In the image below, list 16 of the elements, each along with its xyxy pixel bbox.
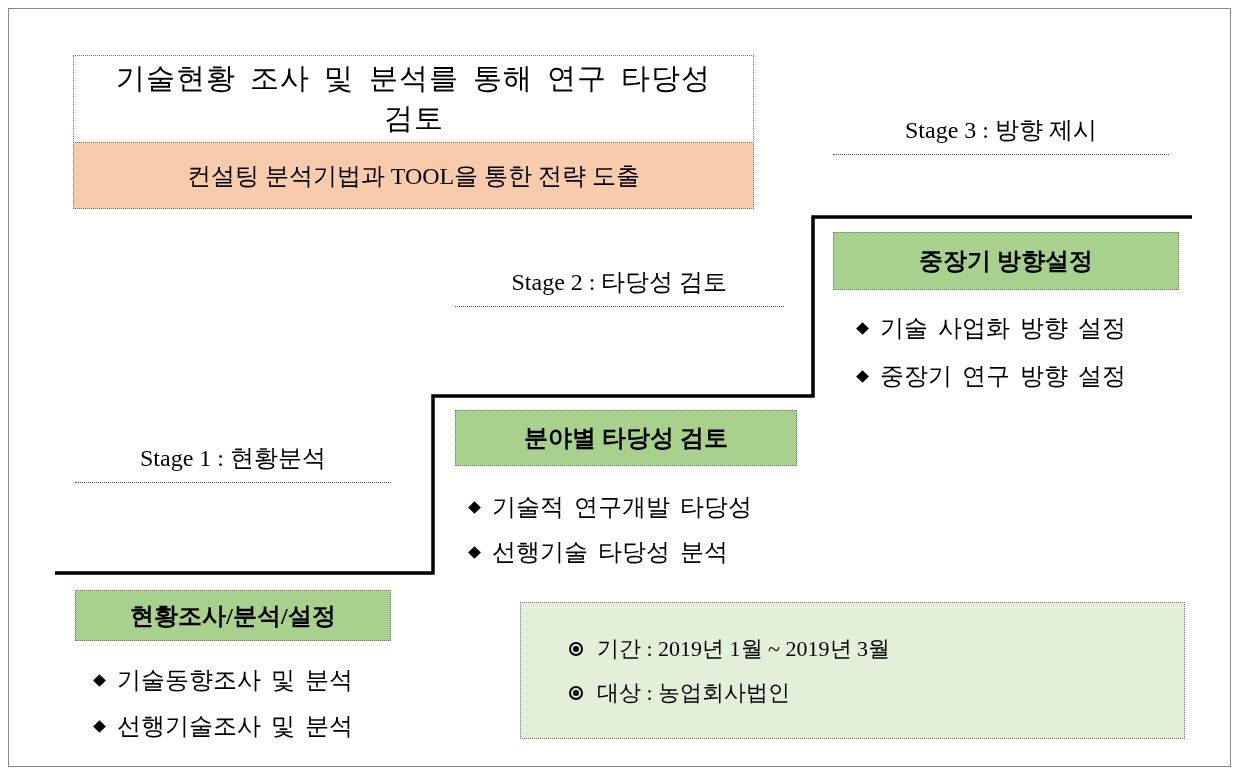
info-text: 기간 : 2019년 1월 ~ 2019년 3월 bbox=[597, 635, 890, 661]
bullet-text: 선행기술 타당성 분석 bbox=[492, 538, 728, 567]
stage-heading-box: 분야별 타당성 검토 bbox=[455, 410, 797, 466]
title-text: 기술현황 조사 및 분석를 통해 연구 타당성 검토 bbox=[114, 61, 713, 136]
subtitle-band: 컨설팅 분석기법과 TOOL을 통한 전략 도출 bbox=[73, 142, 754, 209]
info-text: 대상 : 농업회사법인 bbox=[597, 679, 791, 705]
stage-label: Stage 1 : 현황분석 bbox=[75, 442, 391, 483]
bullet-text: 선행기술조사 및 분석 bbox=[117, 712, 353, 741]
bullet-text: 중장기 연구 방향 설정 bbox=[880, 362, 1126, 391]
stage-heading-box: 현황조사/분석/설정 bbox=[75, 590, 391, 641]
bullet-text: 기술동향조사 및 분석 bbox=[117, 666, 353, 695]
stage-label: Stage 3 : 방향 제시 bbox=[833, 114, 1169, 155]
stage-heading-box: 중장기 방향설정 bbox=[833, 232, 1179, 290]
bullet-text: 기술적 연구개발 타당성 bbox=[492, 493, 752, 522]
stage-label: Stage 2 : 타당성 검토 bbox=[455, 266, 784, 307]
bullet-text: 기술 사업화 방향 설정 bbox=[880, 314, 1126, 343]
